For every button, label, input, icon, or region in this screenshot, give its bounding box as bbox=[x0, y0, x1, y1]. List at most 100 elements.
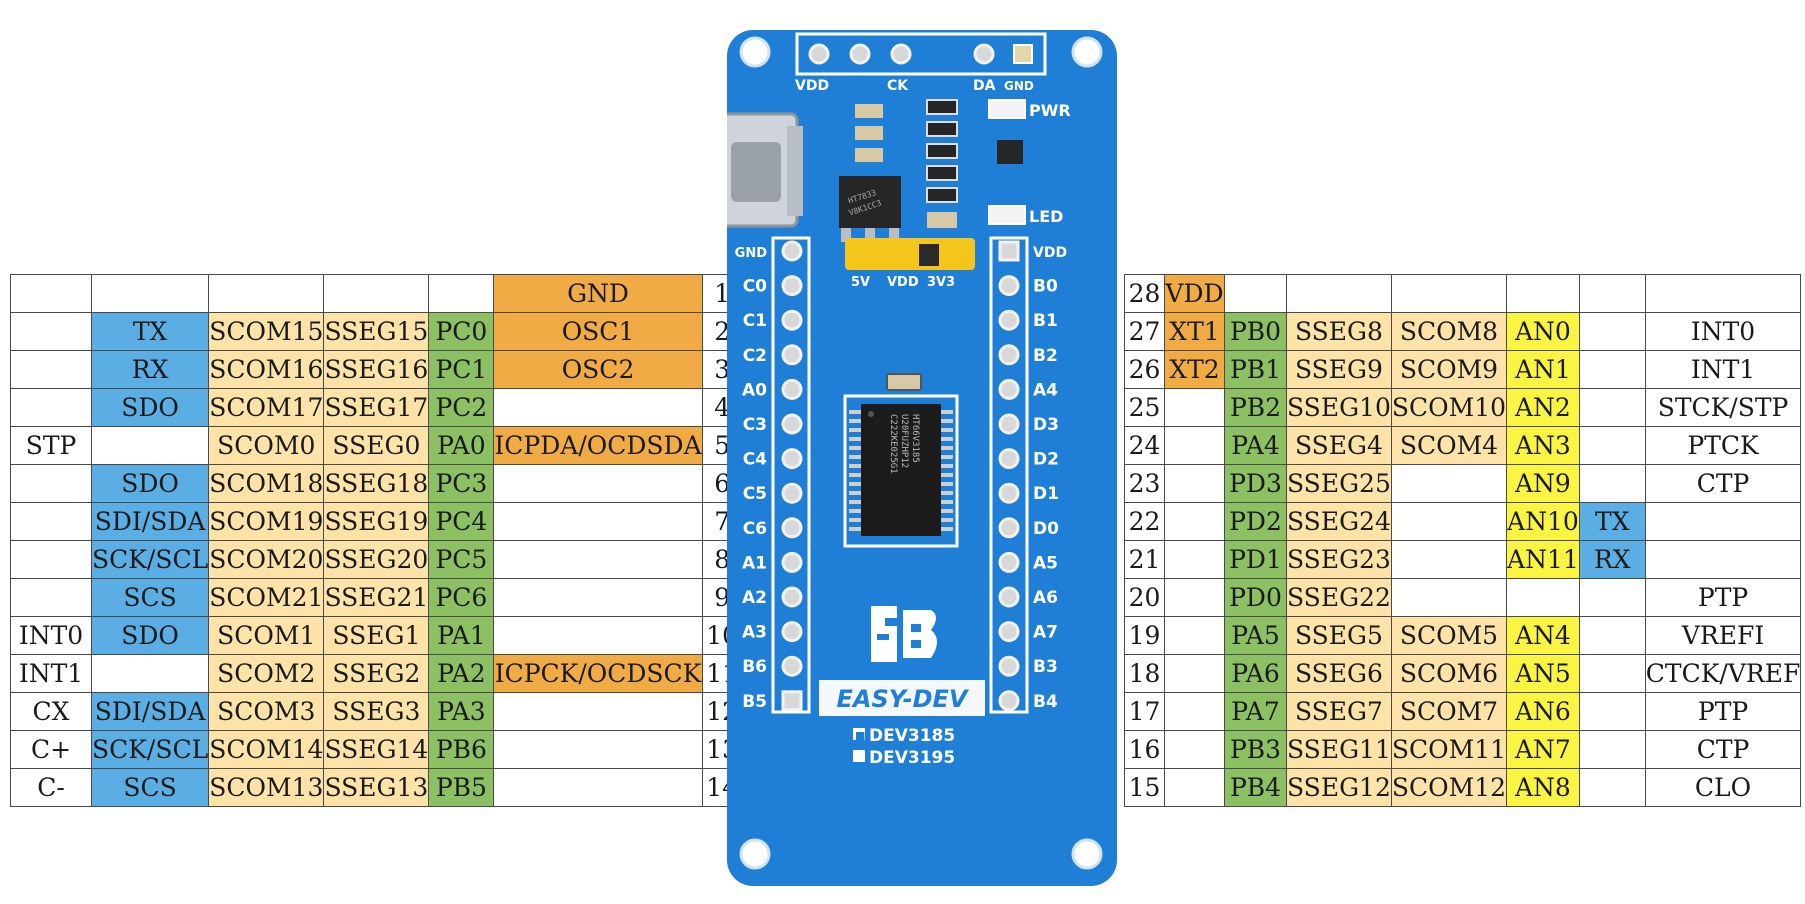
mount-hole-bottom-right bbox=[1071, 838, 1103, 870]
right-cell-uart bbox=[1578, 654, 1646, 693]
left-cell-scom: SCOM3 bbox=[208, 692, 325, 731]
right-cell-pin-number: 17 bbox=[1124, 692, 1165, 731]
right-cell-analog: AN10 bbox=[1506, 502, 1580, 541]
right-cell-port bbox=[1224, 274, 1287, 313]
right-cell-power bbox=[1164, 540, 1225, 579]
right-cell-sseg: SSEG7 bbox=[1286, 692, 1392, 731]
right-pin-pad bbox=[998, 655, 1020, 677]
model-label-2: DEV3195 bbox=[869, 748, 955, 768]
resistor-4 bbox=[926, 165, 958, 181]
right-cell-uart bbox=[1578, 426, 1646, 465]
jumper-label-3v3: 3V3 bbox=[927, 275, 955, 290]
right-cell-pin-number: 22 bbox=[1124, 502, 1165, 541]
left-cell-special bbox=[493, 616, 703, 655]
right-cell-scom: SCOM7 bbox=[1390, 692, 1508, 731]
right-cell-uart: TX bbox=[1578, 502, 1646, 541]
right-cell-pin-number: 25 bbox=[1124, 388, 1165, 427]
left-cell-port: PC3 bbox=[428, 464, 495, 503]
left-cell-comm: TX bbox=[90, 312, 210, 351]
right-cell-power bbox=[1164, 616, 1225, 655]
right-cell-analog: AN8 bbox=[1506, 768, 1580, 807]
right-pin-label: A7 bbox=[1033, 623, 1058, 643]
right-cell-sseg: SSEG5 bbox=[1286, 616, 1392, 655]
right-pin-pad bbox=[998, 309, 1020, 331]
right-pin-label: A4 bbox=[1033, 380, 1058, 400]
left-cell-scom: SCOM0 bbox=[208, 426, 325, 465]
left-pin-label: A1 bbox=[742, 553, 767, 573]
left-cell-scom: SCOM17 bbox=[208, 388, 325, 427]
left-cell-special bbox=[493, 578, 703, 617]
left-cell-port: PB6 bbox=[428, 730, 495, 769]
transistor bbox=[997, 140, 1023, 164]
left-cell-alt: C+ bbox=[10, 730, 92, 769]
right-cell-scom bbox=[1390, 274, 1508, 313]
left-cell-port: PB5 bbox=[428, 768, 495, 807]
chip-text-3: C222KE025G1 bbox=[888, 414, 898, 474]
right-cell-pin-number: 19 bbox=[1124, 616, 1165, 655]
right-cell-sseg: SSEG6 bbox=[1286, 654, 1392, 693]
right-cell-scom: SCOM10 bbox=[1390, 388, 1508, 427]
right-pin-pad bbox=[998, 482, 1020, 504]
chip-text-2: U20FUZHP12 bbox=[899, 414, 909, 468]
right-cell-alt: INT0 bbox=[1644, 312, 1802, 351]
left-cell-scom: SCOM20 bbox=[208, 540, 325, 579]
right-pin-pad bbox=[998, 621, 1020, 643]
left-cell-special bbox=[493, 692, 703, 731]
left-pin-pad bbox=[781, 690, 803, 712]
right-pin-pad bbox=[998, 690, 1020, 712]
right-cell-power bbox=[1164, 730, 1225, 769]
left-cell-sseg: SSEG20 bbox=[323, 540, 430, 579]
right-cell-scom: SCOM5 bbox=[1390, 616, 1508, 655]
right-cell-sseg: SSEG9 bbox=[1286, 350, 1392, 389]
right-pin-label: B0 bbox=[1033, 277, 1058, 297]
right-cell-port: PD1 bbox=[1224, 540, 1287, 579]
right-cell-port: PA7 bbox=[1224, 692, 1287, 731]
right-cell-alt bbox=[1644, 502, 1802, 541]
right-cell-port: PA4 bbox=[1224, 426, 1287, 465]
pwr-led bbox=[988, 99, 1026, 119]
right-pin-pad bbox=[998, 344, 1020, 366]
right-pin-pad bbox=[998, 448, 1020, 470]
left-cell-alt bbox=[10, 464, 92, 503]
right-cell-port: PB1 bbox=[1224, 350, 1287, 389]
left-cell-sseg bbox=[323, 274, 430, 313]
right-cell-analog bbox=[1506, 578, 1580, 617]
left-cell-special: ICPCK/OCDSCK bbox=[493, 654, 703, 693]
right-cell-scom bbox=[1390, 502, 1508, 541]
header-pad-ck bbox=[890, 43, 912, 65]
right-cell-pin-number: 24 bbox=[1124, 426, 1165, 465]
left-pin-pad bbox=[781, 621, 803, 643]
right-cell-port: PB2 bbox=[1224, 388, 1287, 427]
right-cell-sseg: SSEG23 bbox=[1286, 540, 1392, 579]
right-pin-pad bbox=[998, 240, 1020, 262]
right-cell-pin-number: 23 bbox=[1124, 464, 1165, 503]
right-cell-analog: AN11 bbox=[1506, 540, 1580, 579]
capacitor-4 bbox=[927, 212, 957, 228]
right-cell-uart bbox=[1578, 464, 1646, 503]
left-cell-special bbox=[493, 464, 703, 503]
left-cell-sseg: SSEG0 bbox=[323, 426, 430, 465]
right-cell-alt: PTP bbox=[1644, 578, 1802, 617]
right-cell-uart bbox=[1578, 274, 1646, 313]
left-pin-label: C2 bbox=[743, 346, 767, 366]
right-cell-scom bbox=[1390, 540, 1508, 579]
right-cell-pin-number: 21 bbox=[1124, 540, 1165, 579]
right-cell-alt: PTP bbox=[1644, 692, 1802, 731]
right-cell-alt: CTP bbox=[1644, 464, 1802, 503]
left-cell-scom: SCOM16 bbox=[208, 350, 325, 389]
left-cell-port: PA2 bbox=[428, 654, 495, 693]
left-cell-alt: INT1 bbox=[10, 654, 92, 693]
right-cell-alt: STCK/STP bbox=[1644, 388, 1802, 427]
right-cell-sseg: SSEG8 bbox=[1286, 312, 1392, 351]
right-cell-alt: INT1 bbox=[1644, 350, 1802, 389]
right-cell-scom: SCOM6 bbox=[1390, 654, 1508, 693]
